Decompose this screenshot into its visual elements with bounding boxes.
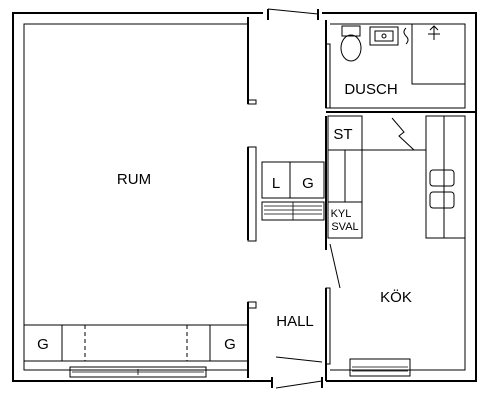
room-label-hall: HALL: [276, 313, 314, 330]
room-label-storage: ST: [333, 126, 352, 143]
closet-block: [261, 161, 325, 221]
room-label-dusch: DUSCH: [344, 81, 397, 98]
shower-head-icon: [428, 25, 440, 40]
stove-icon: [429, 169, 455, 209]
storage: [327, 115, 426, 239]
sink-icon: [369, 26, 399, 46]
closet-label-g-right: G: [224, 336, 236, 353]
closet-label-g-middle: G: [302, 175, 314, 192]
toilet-icon: [340, 25, 362, 62]
hall: [271, 20, 341, 389]
kitchen: [330, 115, 466, 377]
room-label-kok: KÖK: [380, 288, 412, 306]
living-room: [23, 17, 257, 378]
closet-label-g-left: G: [37, 336, 49, 353]
heater-icon: [403, 27, 409, 45]
closet-label-l: L: [272, 175, 280, 192]
room-label-rum: RUM: [117, 171, 151, 188]
fridge-label-sval: SVAL: [331, 221, 358, 233]
outer-walls: [12, 8, 477, 382]
bathroom: [326, 23, 476, 113]
fridge-label-kyl: KYL: [331, 208, 352, 220]
